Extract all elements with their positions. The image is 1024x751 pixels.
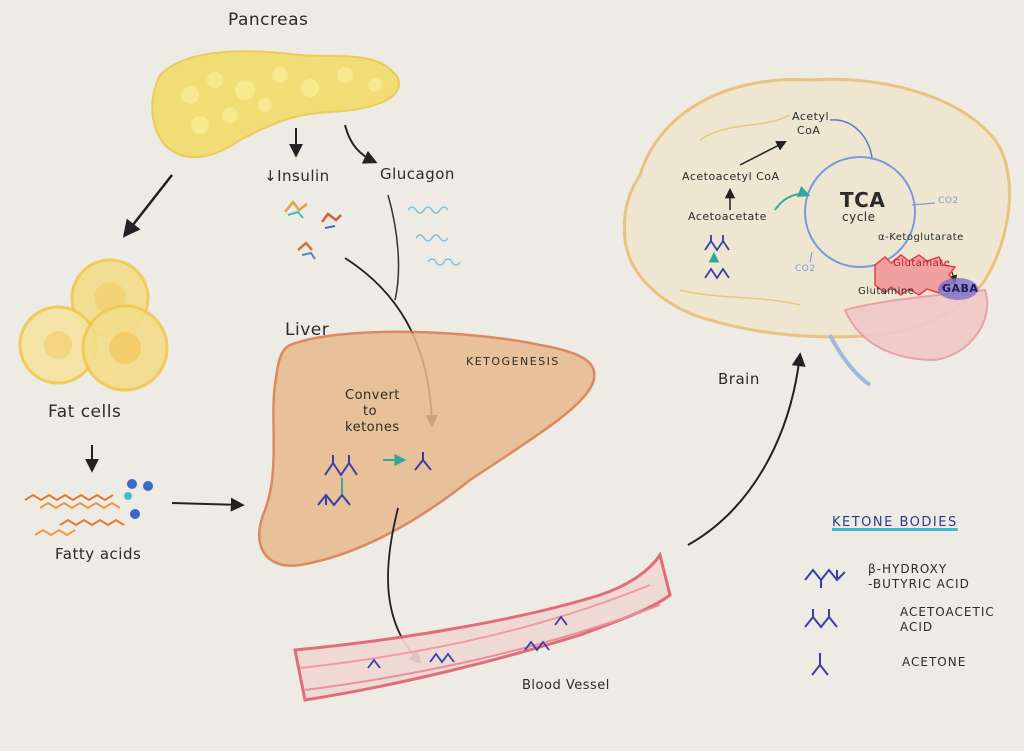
label-co2-right: CO2 xyxy=(938,196,959,206)
label-blood-vessel: Blood Vessel xyxy=(522,678,610,693)
label-insulin: ↓Insulin xyxy=(264,167,330,185)
label-glutamate: Glutamate xyxy=(893,258,951,269)
gaba-highlight xyxy=(938,278,978,300)
line-tca-co2-right xyxy=(911,202,936,206)
label-coa: CoA xyxy=(797,124,821,137)
insulin-molecules xyxy=(284,199,342,260)
label-ketogenesis: KETOGENESIS xyxy=(466,355,560,368)
line-glucagon-liver xyxy=(387,194,400,301)
label-co2-left: CO2 xyxy=(795,264,816,274)
label-liver: Liver xyxy=(285,320,330,340)
arrow-pancreas-glucagon xyxy=(344,124,378,164)
arrow-fattyacids-liver xyxy=(171,497,245,512)
label-alpha-ketoglutarate: α-Ketoglutarate xyxy=(878,232,964,243)
brain-ketone-molecules xyxy=(704,235,730,280)
tca-cycle-circle xyxy=(804,156,916,268)
liver-organ xyxy=(257,330,596,567)
label-gaba: GABA xyxy=(942,282,979,295)
legend-structures xyxy=(804,568,846,676)
label-glucagon: Glucagon xyxy=(380,165,455,183)
label-to: to xyxy=(363,404,378,419)
label-acetyl: Acetyl xyxy=(792,110,830,123)
legend-item-bhb-line2: -BUTYRIC ACID xyxy=(868,577,970,591)
legend-item-acetoacetic: ACETOACETIC ACID xyxy=(900,605,995,635)
label-pancreas: Pancreas xyxy=(228,10,309,30)
label-convert: Convert xyxy=(345,388,400,403)
label-tca: TCA xyxy=(840,188,886,212)
legend-item-acetoacetic-line2: ACID xyxy=(900,620,934,634)
legend-item-bhb: β-HYDROXY -BUTYRIC ACID xyxy=(868,562,970,592)
label-fatty-acids: Fatty acids xyxy=(55,545,142,563)
fat-cells-illustration xyxy=(18,258,169,392)
arrow-acetoacetate-tca xyxy=(774,186,811,211)
label-cycle: cycle xyxy=(842,210,876,224)
label-fat-cells: Fat cells xyxy=(48,402,122,422)
glucagon-molecules xyxy=(407,206,461,266)
blood-vessel xyxy=(293,551,672,702)
legend-item-bhb-line1: β-HYDROXY xyxy=(868,562,948,576)
legend-item-acetone: ACETONE xyxy=(902,655,967,669)
liver-ketone-molecules xyxy=(317,452,432,507)
legend-item-acetoacetic-line1: ACETOACETIC xyxy=(900,605,995,619)
pancreas-organ xyxy=(151,50,400,159)
label-acetoacetyl-coa: Acetoacetyl CoA xyxy=(682,170,780,183)
line-acetylcoa-tca xyxy=(829,119,873,159)
arrow-acetoacetylcoa-acetylcoa xyxy=(739,141,787,166)
label-acetoacetate: Acetoacetate xyxy=(688,210,767,223)
legend-title: KETONE BODIES xyxy=(832,515,958,530)
arrow-vessel-brain xyxy=(687,352,806,546)
label-brain: Brain xyxy=(718,370,760,388)
fatty-acid-chains xyxy=(24,479,153,537)
label-glutamine: Glutamine xyxy=(858,286,915,297)
arrow-pancreas-fatcells xyxy=(122,174,173,238)
line-tca-co2-left xyxy=(809,251,813,263)
label-ketones: ketones xyxy=(345,420,400,435)
